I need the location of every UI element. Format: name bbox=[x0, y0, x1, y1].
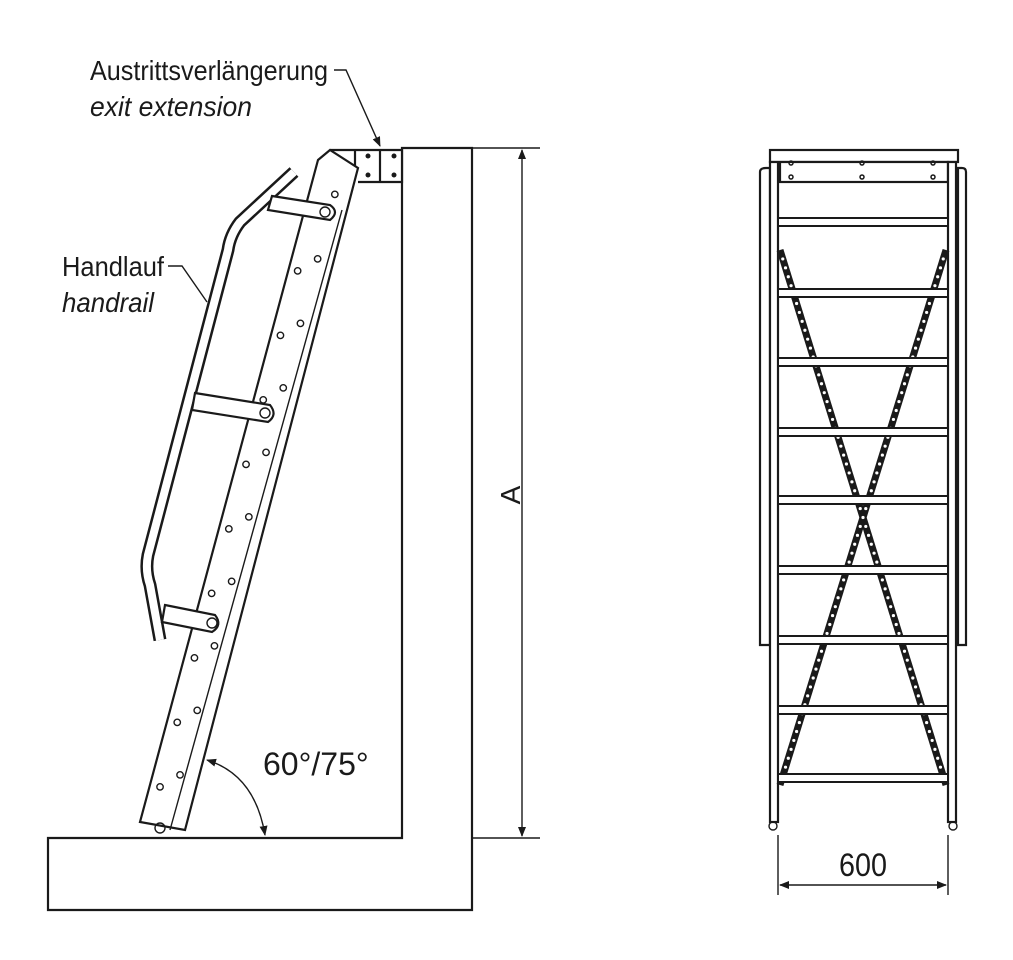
rung bbox=[777, 288, 949, 298]
height-dimension: A bbox=[495, 149, 526, 837]
bolt-hole bbox=[262, 448, 270, 457]
width-dimension: 600 bbox=[777, 835, 949, 895]
height-dim-label: A bbox=[495, 485, 526, 504]
ladder-front-view bbox=[758, 148, 968, 831]
bolt-hole bbox=[313, 254, 322, 263]
handrail bbox=[140, 167, 337, 642]
rung bbox=[777, 773, 949, 783]
bolt-hole bbox=[210, 641, 219, 650]
floor-section bbox=[46, 146, 540, 912]
bolt-hole bbox=[259, 395, 268, 404]
rung bbox=[777, 565, 949, 575]
bolt-hole bbox=[276, 331, 285, 340]
rung bbox=[777, 427, 949, 437]
bolt-hole bbox=[173, 718, 182, 727]
exit-extension-en: exit extension bbox=[90, 91, 252, 122]
angle-indicator: 60°/75° bbox=[206, 746, 369, 836]
bolt-hole bbox=[296, 319, 305, 328]
exit-extension-de: Austrittsverlängerung bbox=[90, 55, 328, 86]
bolt-hole bbox=[279, 383, 288, 392]
rung bbox=[777, 635, 949, 645]
handrail-de: Handlauf bbox=[62, 251, 164, 282]
bolt-hole bbox=[176, 770, 184, 779]
rung bbox=[777, 217, 949, 227]
rung bbox=[777, 705, 949, 715]
bolt-hole bbox=[224, 524, 233, 533]
bolt-hole bbox=[156, 782, 164, 791]
bolt-hole bbox=[244, 512, 253, 521]
bolt-hole bbox=[330, 190, 339, 199]
rung bbox=[777, 495, 949, 505]
rung bbox=[777, 357, 949, 367]
handrail-callout: Handlauf handrail bbox=[62, 251, 208, 318]
bolt-hole bbox=[193, 706, 202, 715]
ladder-side-view bbox=[138, 148, 360, 834]
width-dim-label: 600 bbox=[839, 847, 887, 883]
bolt-hole bbox=[227, 577, 236, 586]
handrail-en: handrail bbox=[62, 287, 155, 318]
bolt-hole bbox=[242, 460, 250, 469]
exit-extension bbox=[330, 148, 404, 184]
angle-label: 60°/75° bbox=[263, 746, 369, 782]
bolt-hole bbox=[293, 266, 302, 275]
exit-extension-callout: Austrittsverlängerung exit extension bbox=[90, 55, 381, 147]
bolt-hole bbox=[190, 653, 199, 662]
bolt-hole bbox=[207, 589, 216, 598]
